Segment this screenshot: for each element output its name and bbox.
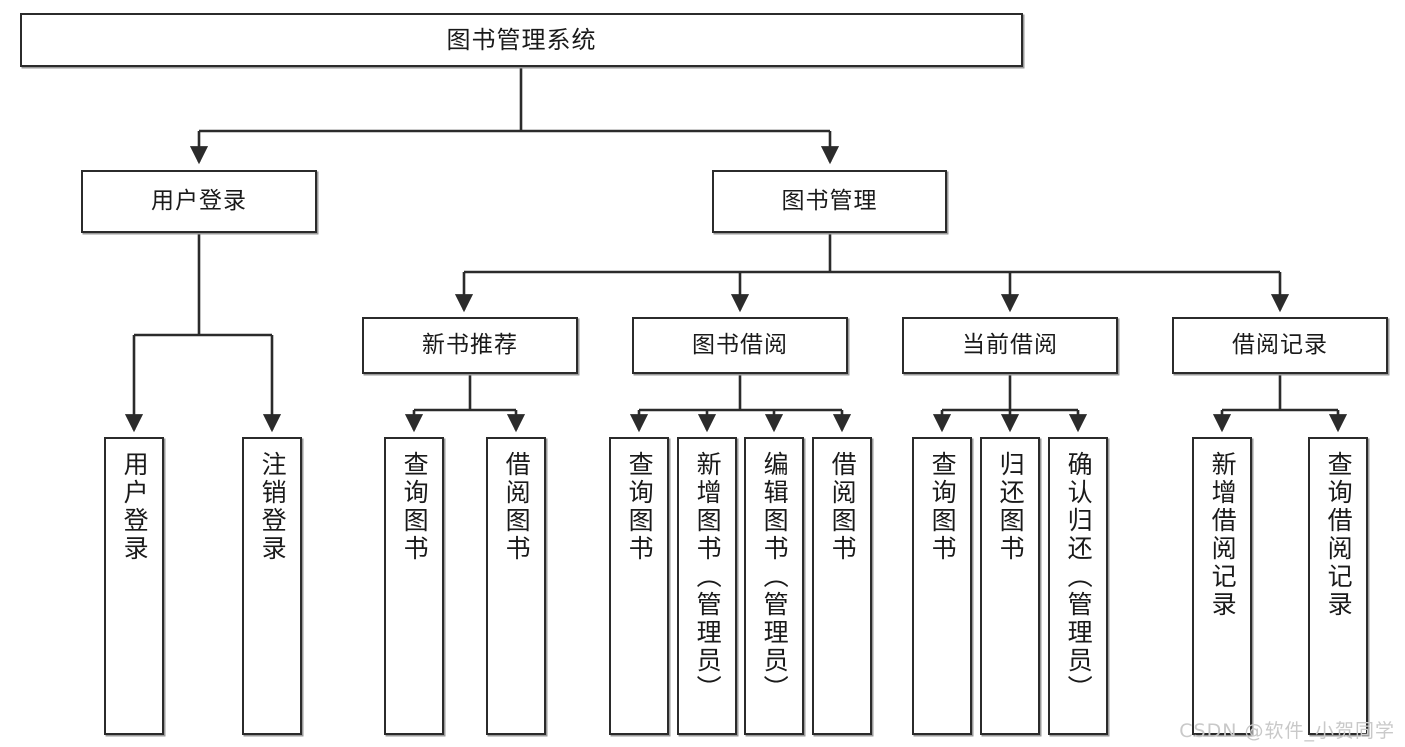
node-label: 新增图书（管理员）	[693, 451, 723, 703]
leaf-borrow-query-book[interactable]: 查询图书	[609, 437, 669, 735]
node-new-book-recommend[interactable]: 新书推荐	[362, 317, 578, 374]
node-label: 归还图书	[996, 451, 1026, 563]
node-label: 借阅图书	[828, 451, 858, 563]
node-current-borrow[interactable]: 当前借阅	[902, 317, 1118, 374]
node-book-management[interactable]: 图书管理	[712, 170, 947, 233]
leaf-user-logout[interactable]: 注销登录	[242, 437, 302, 735]
node-label: 查询图书	[625, 451, 655, 563]
node-label: 借阅记录	[1232, 331, 1328, 358]
node-root-system[interactable]: 图书管理系统	[20, 13, 1023, 67]
node-label: 当前借阅	[962, 331, 1058, 358]
node-label: 查询借阅记录	[1324, 451, 1354, 619]
node-label: 用户登录	[151, 187, 247, 214]
csdn-watermark: CSDN @软件_小贺同学	[1179, 720, 1395, 742]
node-label: 注销登录	[258, 451, 288, 563]
leaf-record-query-record[interactable]: 查询借阅记录	[1308, 437, 1368, 735]
node-borrow-record[interactable]: 借阅记录	[1172, 317, 1388, 374]
node-label: 用户登录	[120, 451, 150, 563]
node-label: 图书管理	[781, 187, 878, 214]
node-label: 图书管理系统	[446, 25, 597, 54]
node-label: 借阅图书	[502, 451, 532, 563]
leaf-newbook-query-book[interactable]: 查询图书	[384, 437, 444, 735]
leaf-borrow-add-book-admin[interactable]: 新增图书（管理员）	[677, 437, 737, 735]
node-user-login[interactable]: 用户登录	[81, 170, 317, 233]
node-label: 新增借阅记录	[1208, 451, 1238, 619]
node-label: 查询图书	[928, 451, 958, 563]
leaf-newbook-borrow-book[interactable]: 借阅图书	[486, 437, 546, 735]
node-label: 编辑图书（管理员）	[760, 451, 790, 703]
leaf-borrow-borrow-book[interactable]: 借阅图书	[812, 437, 872, 735]
node-book-borrow[interactable]: 图书借阅	[632, 317, 848, 374]
node-label: 确认归还（管理员）	[1064, 451, 1094, 703]
node-label: 查询图书	[400, 451, 430, 563]
leaf-record-add-record[interactable]: 新增借阅记录	[1192, 437, 1252, 735]
leaf-current-return-book[interactable]: 归还图书	[980, 437, 1040, 735]
node-label: 新书推荐	[422, 331, 518, 358]
leaf-current-confirm-return-admin[interactable]: 确认归还（管理员）	[1048, 437, 1108, 735]
node-label: 图书借阅	[692, 331, 788, 358]
leaf-user-login[interactable]: 用户登录	[104, 437, 164, 735]
leaf-borrow-edit-book-admin[interactable]: 编辑图书（管理员）	[744, 437, 804, 735]
leaf-current-query-book[interactable]: 查询图书	[912, 437, 972, 735]
